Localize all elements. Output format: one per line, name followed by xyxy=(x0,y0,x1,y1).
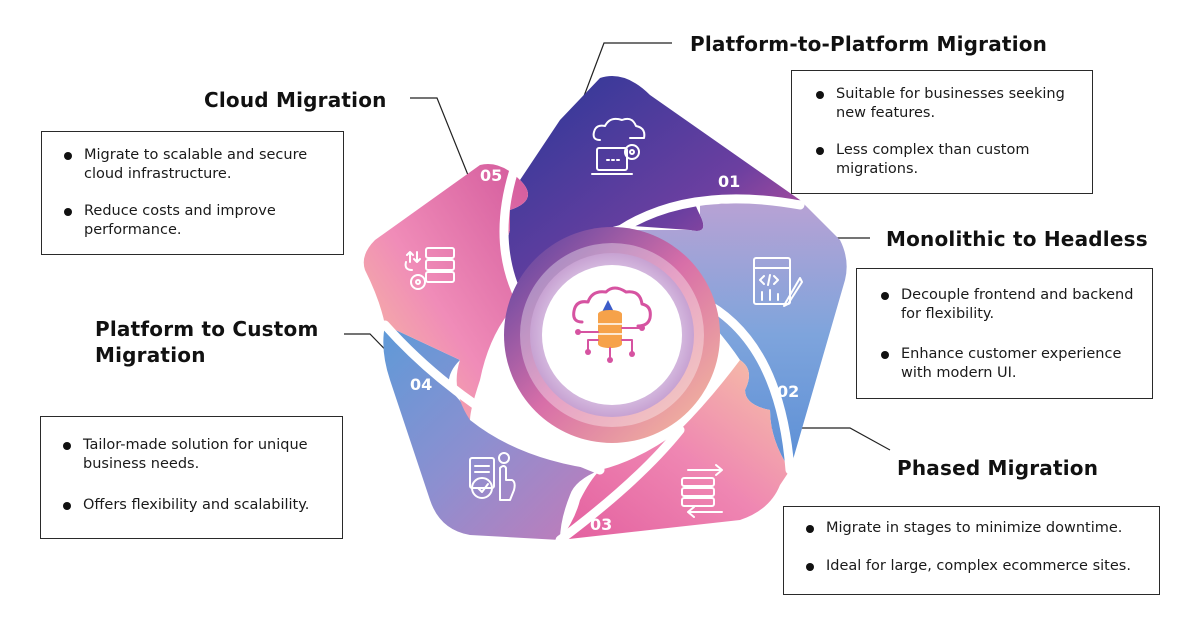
swirl-seams xyxy=(380,105,805,545)
stage-number-01: 01 xyxy=(718,172,740,191)
stage-03-title: Phased Migration xyxy=(897,456,1099,480)
puzzle-piece-01 xyxy=(506,76,800,300)
stage-02-box: Decouple frontend and backend for flexib… xyxy=(856,268,1153,399)
stage-02-point-2: Enhance customer experience with modern … xyxy=(873,345,1140,383)
database-transfer-icon xyxy=(681,464,723,518)
stage-number-04: 04 xyxy=(410,375,432,394)
code-settings-icon xyxy=(753,257,803,307)
connector-line-01 xyxy=(577,42,672,113)
stage-03-box: Migrate in stages to minimize downtime. … xyxy=(783,506,1160,595)
stage-01-title: Platform-to-Platform Migration xyxy=(690,32,1048,56)
stage-numbers: 01 02 03 04 05 xyxy=(410,166,799,534)
stage-05-box: Migrate to scalable and secure cloud inf… xyxy=(41,131,344,255)
puzzle-piece-05 xyxy=(363,164,528,420)
cloud-server-icon xyxy=(404,247,455,290)
stage-number-03: 03 xyxy=(590,515,612,534)
stage-04-title: Platform to Custom Migration xyxy=(95,317,319,367)
stage-02-title: Monolithic to Headless xyxy=(886,227,1148,251)
stage-02-point-1: Decouple frontend and backend for flexib… xyxy=(873,286,1140,324)
stage-01-point-1: Suitable for businesses seeking new feat… xyxy=(808,85,1080,123)
stage-01-box: Suitable for businesses seeking new feat… xyxy=(791,70,1093,194)
stage-number-02: 02 xyxy=(777,382,799,401)
stage-03-point-2: Ideal for large, complex ecommerce sites… xyxy=(798,557,1147,576)
stage-01-point-2: Less complex than custom migrations. xyxy=(808,141,1080,179)
stage-03-point-1: Migrate in stages to minimize downtime. xyxy=(798,519,1147,538)
stage-04-box: Tailor-made solution for unique business… xyxy=(40,416,343,539)
stage-number-05: 05 xyxy=(480,166,502,185)
cloud-laptop-icon xyxy=(591,117,646,175)
cloud-database-icon xyxy=(572,286,652,363)
custom-solution-icon xyxy=(469,452,516,501)
stage-05-point-1: Migrate to scalable and secure cloud inf… xyxy=(56,146,331,184)
stage-05-title: Cloud Migration xyxy=(204,88,387,112)
stage-05-point-2: Reduce costs and improve performance. xyxy=(56,202,331,240)
connector-line-05 xyxy=(410,97,471,181)
stage-04-point-2: Offers flexibility and scalability. xyxy=(55,496,330,515)
stage-04-point-1: Tailor-made solution for unique business… xyxy=(55,436,330,474)
